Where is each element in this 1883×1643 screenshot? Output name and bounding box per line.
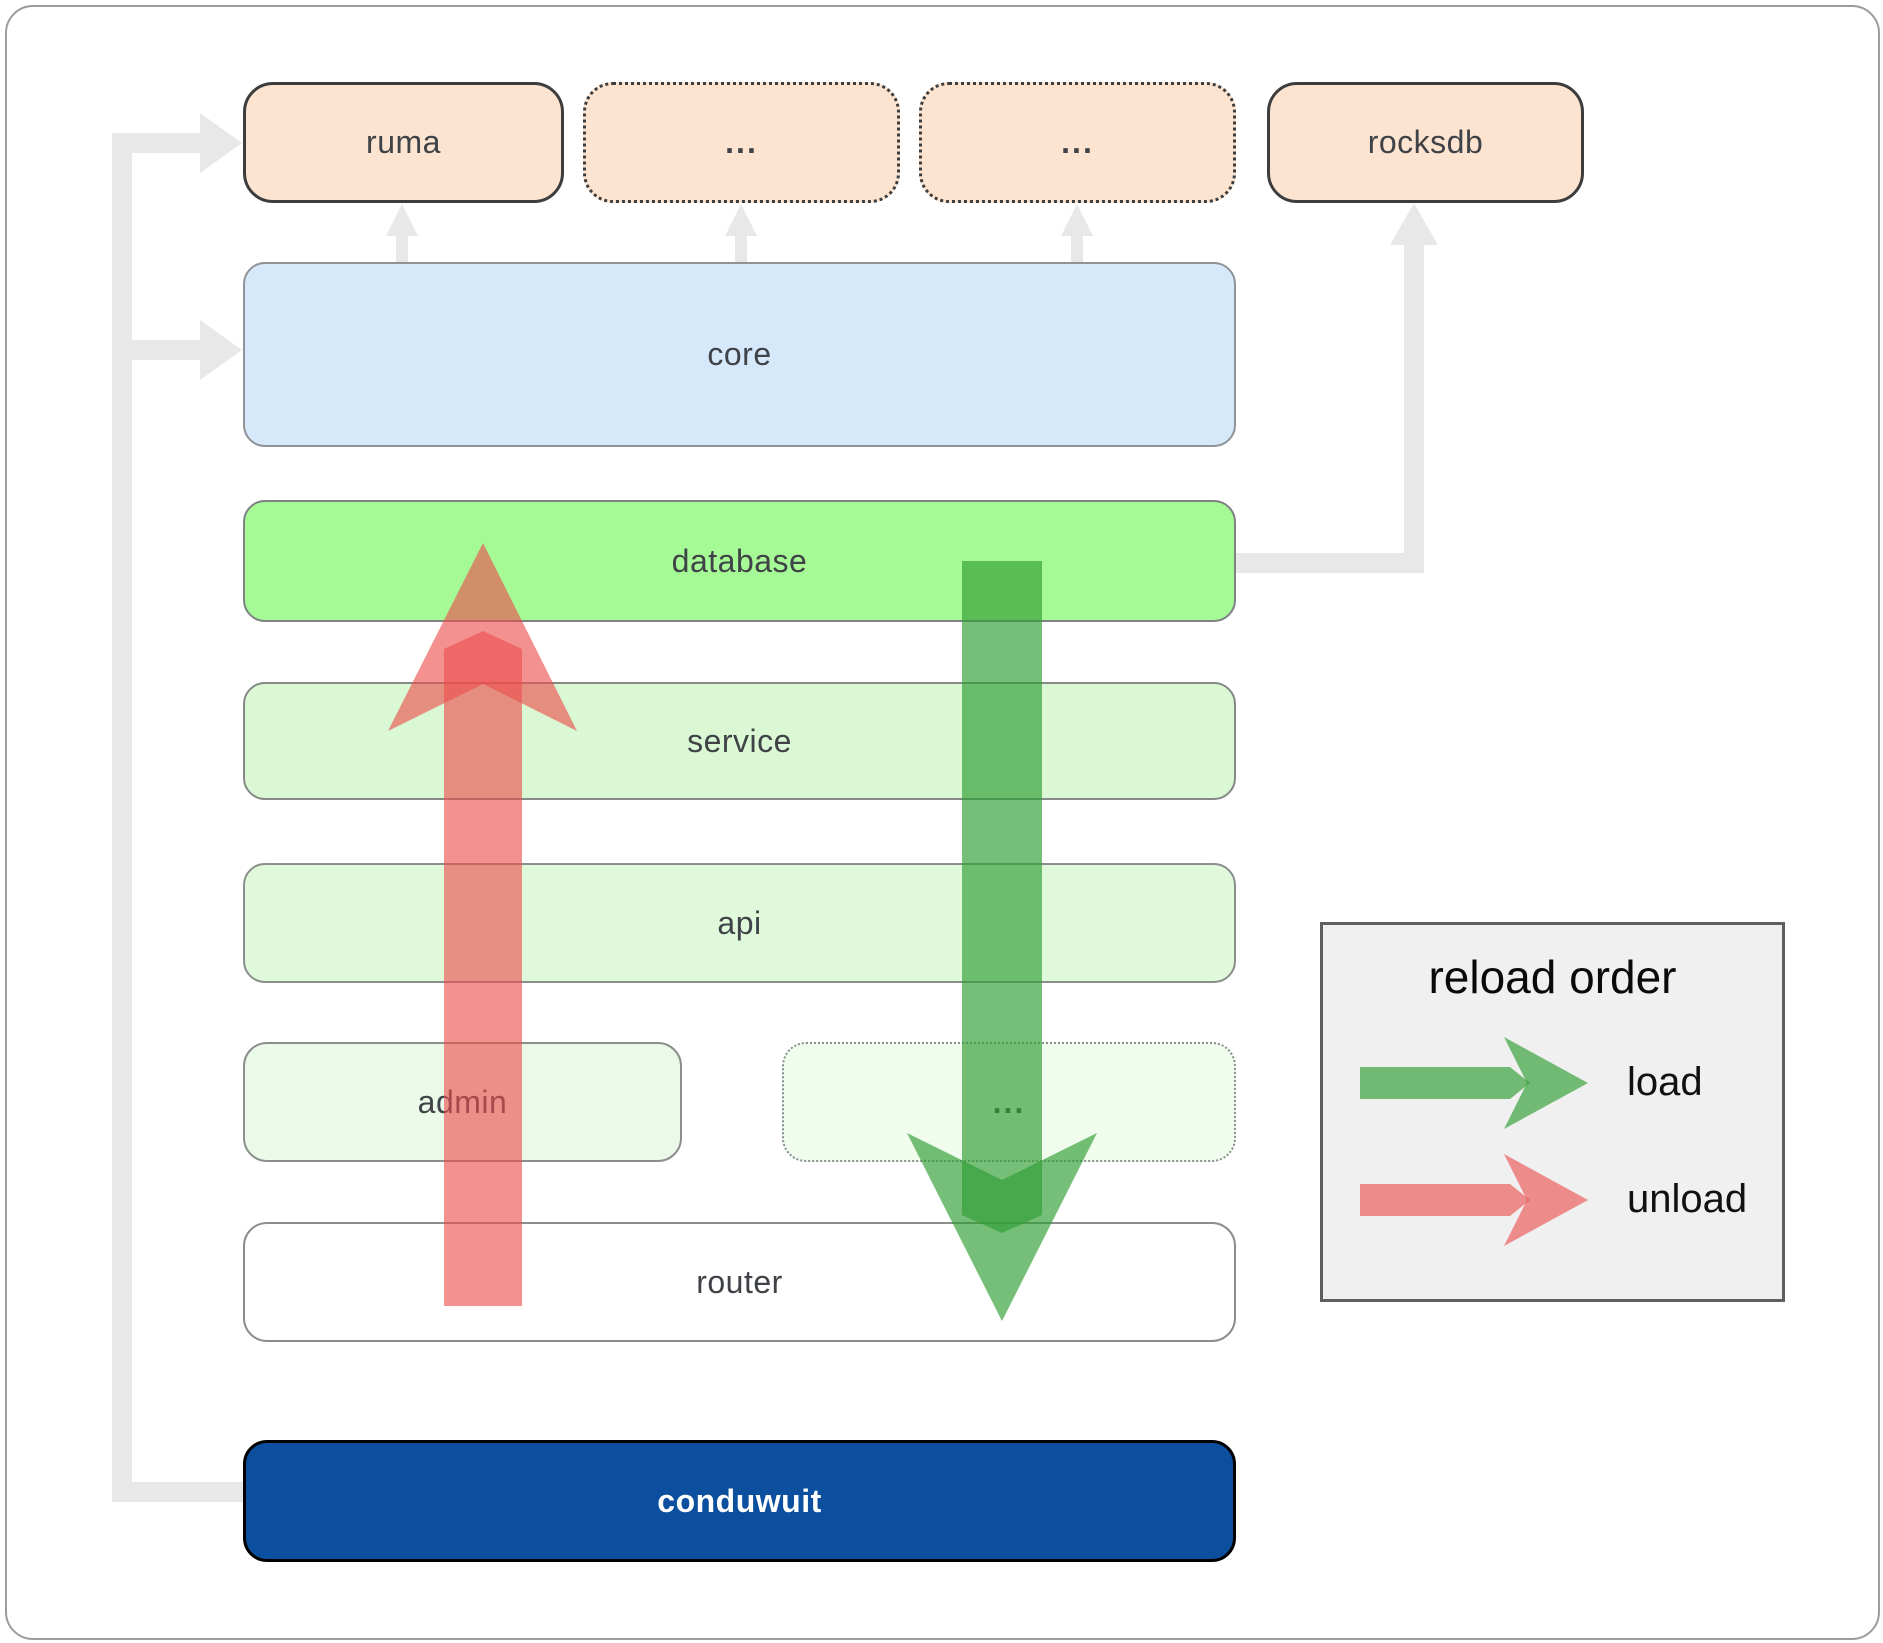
box-router-label: router [696,1263,783,1300]
box-ellipsis-1: ... [583,82,900,203]
box-rocksdb: rocksdb [1267,82,1584,203]
box-ellipsis-3: ... [782,1042,1236,1162]
box-admin: admin [243,1042,682,1162]
box-ellipsis-2-label: ... [1061,124,1094,160]
box-database-label: database [671,542,808,579]
legend-title: reload order [1428,951,1677,1003]
figure-border [5,5,1880,1640]
box-router: router [243,1222,1236,1342]
box-ellipsis-2: ... [919,82,1236,203]
box-admin-label: admin [417,1083,508,1120]
legend-load-label: load [1627,1060,1703,1104]
box-conduwuit: conduwuit [243,1440,1236,1562]
box-rocksdb-label: rocksdb [1367,124,1484,160]
box-api-label: api [717,904,762,941]
box-core: core [243,262,1236,447]
box-core-label: core [707,336,772,372]
box-ruma: ruma [243,82,564,203]
box-service: service [243,682,1236,800]
box-api: api [243,863,1236,983]
box-ellipsis-1-label: ... [725,124,758,160]
box-service-label: service [687,722,792,759]
box-ellipsis-3-label: ... [992,1083,1026,1120]
legend-unload-label: unload [1627,1177,1748,1221]
box-ruma-label: ruma [366,124,441,160]
box-conduwuit-label: conduwuit [657,1482,822,1519]
box-database: database [243,500,1236,622]
